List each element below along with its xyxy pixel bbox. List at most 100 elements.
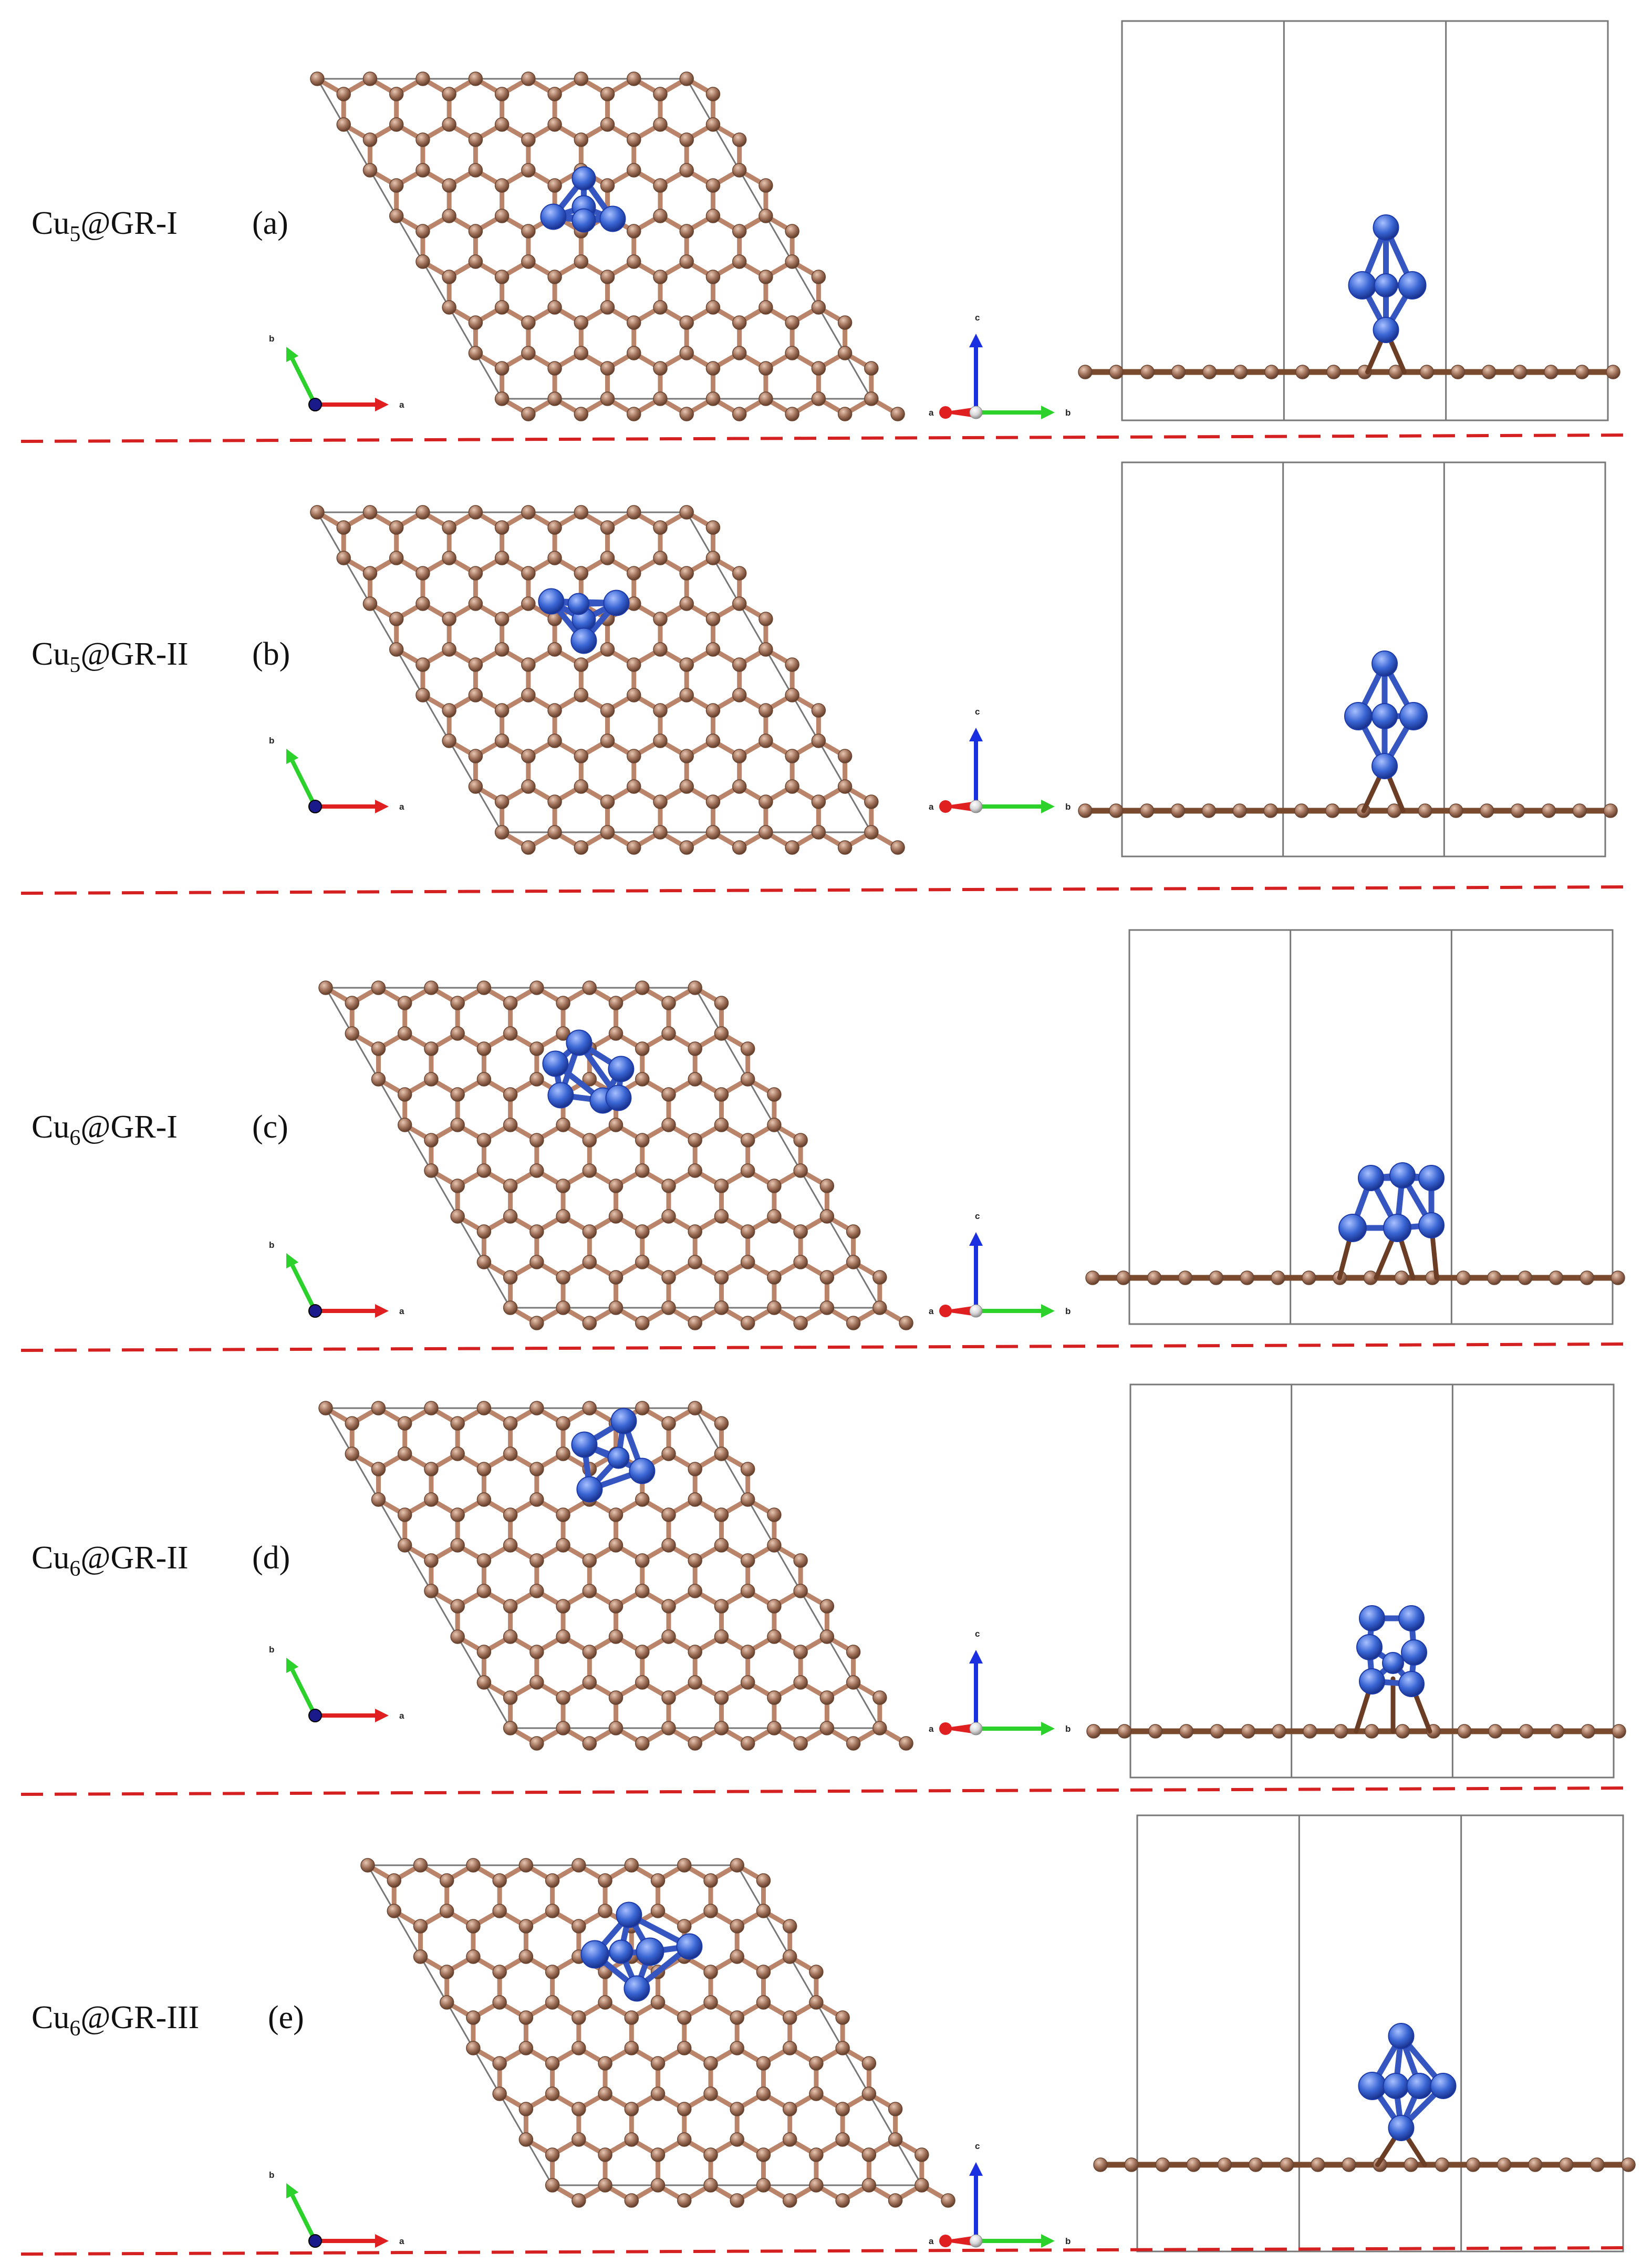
axis-label-b: b bbox=[269, 2170, 274, 2180]
carbon-atom bbox=[574, 657, 589, 672]
carbon-atom bbox=[529, 1316, 544, 1330]
axis-b-arrow-shaft bbox=[290, 1264, 317, 1312]
axis-origin bbox=[969, 1722, 983, 1735]
copper-atom bbox=[538, 588, 565, 615]
carbon-atom bbox=[679, 566, 694, 581]
carbon-atom bbox=[345, 1026, 359, 1041]
graphene-atoms bbox=[310, 505, 905, 855]
carbon-atom bbox=[730, 2102, 744, 2116]
carbon-atom bbox=[767, 1538, 782, 1553]
carbon-atom bbox=[1170, 803, 1186, 818]
carbon-atom bbox=[679, 163, 694, 178]
carbon-atom bbox=[389, 551, 404, 565]
axis-b-arrow-head bbox=[1041, 1722, 1055, 1735]
carbon-atom bbox=[547, 551, 562, 565]
carbon-atom bbox=[653, 361, 668, 376]
carbon-atom bbox=[846, 1224, 861, 1239]
carbon-atom bbox=[785, 657, 799, 672]
carbon-atom bbox=[819, 1179, 835, 1193]
carbon-atom bbox=[582, 1401, 597, 1415]
carbon-atom bbox=[476, 1255, 492, 1269]
carbon-atom bbox=[582, 1736, 597, 1751]
carbon-atom bbox=[608, 1629, 624, 1644]
side-view-a bbox=[1078, 20, 1620, 421]
carbon-atom bbox=[661, 1690, 676, 1705]
carbon-atom bbox=[492, 1873, 507, 1888]
axis-label-c: c bbox=[975, 1629, 980, 1639]
axis-a-arrow bbox=[947, 1723, 976, 1734]
carbon-atom bbox=[415, 566, 430, 581]
carbon-atom bbox=[503, 996, 518, 1010]
carbon-atom bbox=[740, 1041, 755, 1056]
carbon-atom bbox=[1541, 803, 1556, 818]
carbon-atom bbox=[1179, 1724, 1194, 1739]
carbon-atom bbox=[582, 1133, 597, 1148]
carbon-atom bbox=[767, 1300, 782, 1315]
axis-b-arrow-head bbox=[286, 1658, 299, 1673]
carbon-atom bbox=[661, 1538, 676, 1553]
top-axes-a: ab bbox=[269, 334, 404, 411]
carbon-atom bbox=[574, 132, 589, 147]
carbon-atom bbox=[310, 71, 325, 86]
carbon-atom bbox=[521, 254, 536, 269]
cu-atoms bbox=[1344, 650, 1428, 779]
carbon-atom bbox=[442, 551, 456, 565]
carbon-atom bbox=[1139, 803, 1155, 818]
carbon-atom bbox=[529, 1645, 544, 1659]
carbon-atom bbox=[503, 1118, 518, 1132]
carbon-atom bbox=[714, 996, 729, 1010]
copper-atom bbox=[1398, 1605, 1425, 1631]
carbon-atom bbox=[1210, 1724, 1225, 1739]
carbon-atom bbox=[811, 794, 826, 809]
carbon-atom bbox=[362, 596, 378, 611]
carbon-atom bbox=[767, 1599, 782, 1614]
carbon-atom bbox=[1264, 365, 1279, 379]
carbon-atom bbox=[572, 2010, 586, 2025]
carbon-atom bbox=[600, 733, 615, 748]
carbon-atom bbox=[899, 1316, 913, 1330]
carbon-atom bbox=[759, 733, 773, 748]
carbon-atom bbox=[846, 1645, 861, 1659]
cu-atoms bbox=[571, 1408, 656, 1503]
carbon-atom bbox=[397, 1118, 412, 1132]
side-cell-outline bbox=[1136, 1814, 1624, 2252]
axis-label-b: b bbox=[1065, 2236, 1071, 2246]
carbon-atom bbox=[679, 505, 694, 520]
carbon-atom bbox=[600, 87, 615, 101]
carbon-atom bbox=[835, 2193, 850, 2208]
graphene-atoms-side bbox=[1078, 803, 1618, 818]
label-tail: @GR-III bbox=[80, 2000, 199, 2035]
top-axes-b: ab bbox=[269, 736, 404, 813]
carbon-atom bbox=[782, 2010, 797, 2025]
carbon-atom bbox=[1178, 1270, 1193, 1285]
carbon-atom bbox=[809, 1965, 824, 1979]
copper-atom bbox=[576, 1476, 603, 1503]
carbon-atom bbox=[450, 1026, 465, 1041]
carbon-atom bbox=[494, 551, 510, 565]
carbon-atom bbox=[627, 71, 641, 86]
copper-atom bbox=[1388, 2115, 1415, 2141]
carbon-atom bbox=[598, 2147, 612, 2162]
carbon-atom bbox=[661, 1721, 676, 1735]
carbon-atom bbox=[518, 2010, 534, 2025]
carbon-atom bbox=[705, 612, 721, 626]
carbon-atom bbox=[653, 551, 668, 565]
top-axes-d: ab bbox=[269, 1645, 404, 1722]
carbon-atom bbox=[476, 1462, 492, 1476]
carbon-atom bbox=[336, 87, 351, 101]
carbon-atom bbox=[413, 1919, 428, 1934]
side-view-b bbox=[1078, 461, 1618, 857]
carbon-atom bbox=[1325, 803, 1340, 818]
carbon-atom bbox=[572, 1858, 586, 1873]
carbon-atom bbox=[793, 1584, 808, 1598]
carbon-atom bbox=[1466, 2157, 1481, 2172]
carbon-atom bbox=[730, 2041, 744, 2055]
carbon-atom bbox=[556, 1300, 570, 1315]
carbon-atom bbox=[450, 1416, 465, 1431]
carbon-atom bbox=[679, 596, 694, 611]
axis-label-c: c bbox=[975, 313, 980, 323]
carbon-atom bbox=[556, 1721, 570, 1735]
carbon-atom bbox=[608, 1599, 624, 1614]
